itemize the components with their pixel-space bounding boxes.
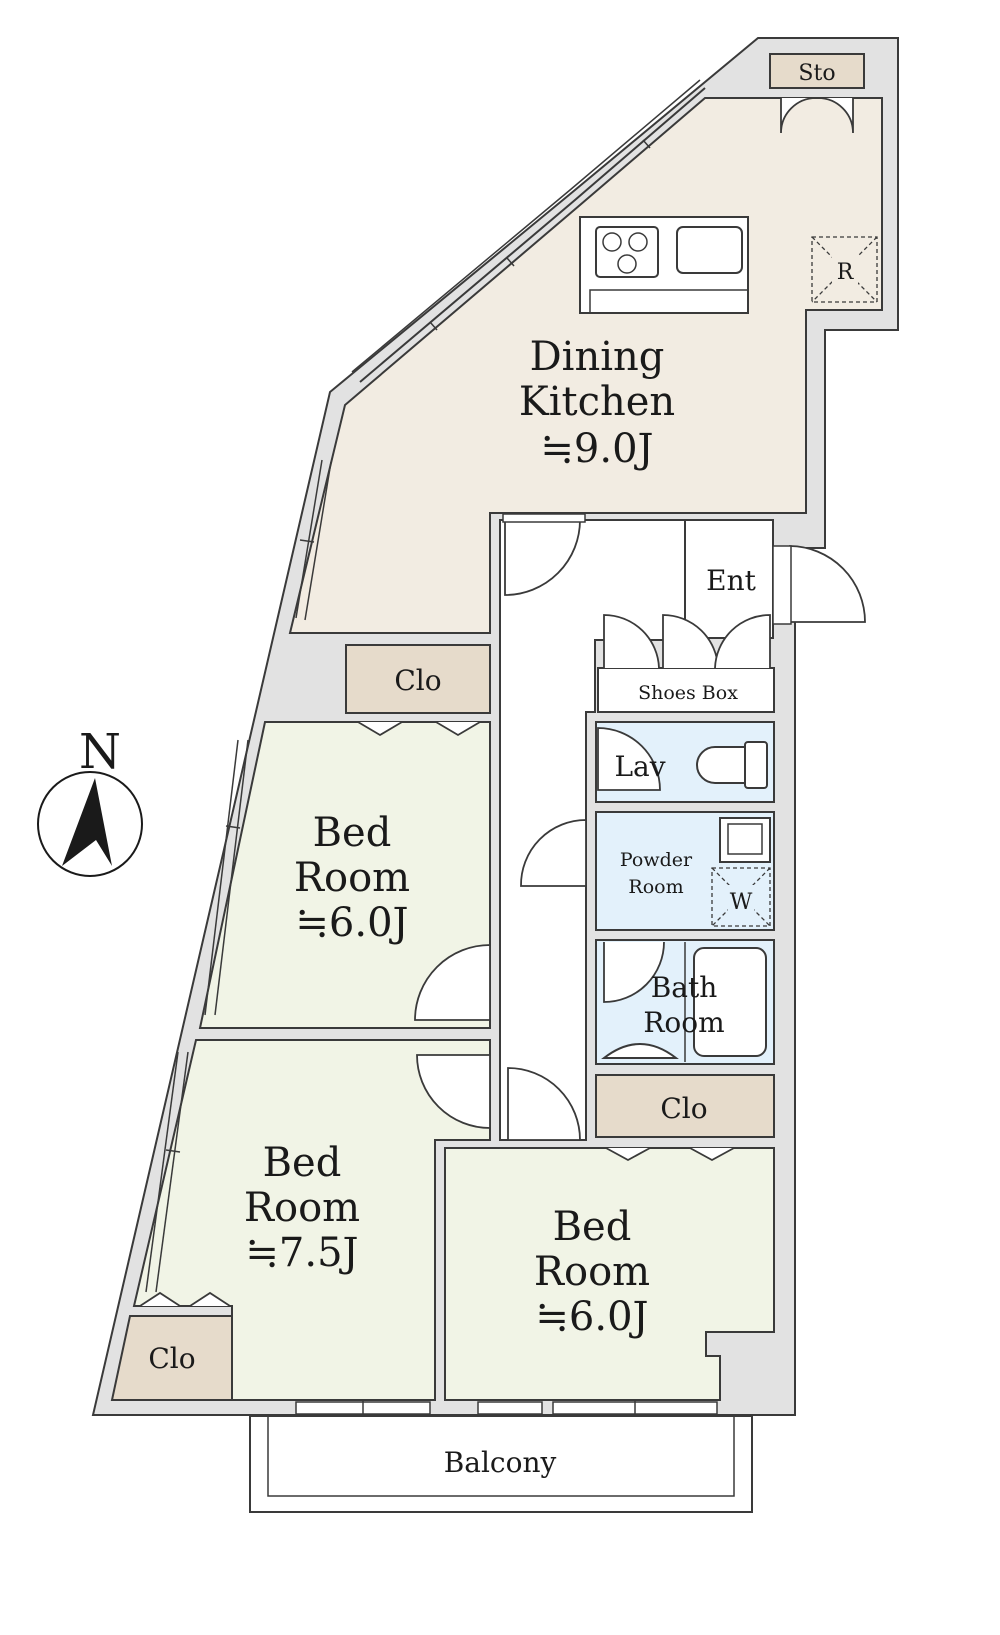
bedroom-1-label-2: Room (294, 855, 410, 901)
bedroom-1-area: ≒6.0J (295, 900, 408, 946)
bedroom-1-label-1: Bed (313, 810, 392, 856)
balcony-label: Balcony (444, 1446, 557, 1479)
refrigerator-label: R (837, 260, 855, 285)
dk-window-left (295, 459, 323, 619)
bedroom-1 (198, 721, 491, 1029)
stove-icon (595, 226, 659, 278)
bedroom-1-door-icon (414, 944, 491, 1021)
closet-middle (595, 1074, 775, 1138)
bedroom-2-label-2: Room (244, 1185, 360, 1231)
closet-left-doors-icon (139, 1291, 231, 1307)
closet-top-doors-icon (357, 721, 481, 737)
shoes-box (597, 667, 775, 713)
north-label: N (79, 724, 121, 780)
washer: W (711, 867, 771, 927)
bedroom-3-area: ≒6.0J (535, 1294, 648, 1340)
washer-label: W (730, 890, 753, 915)
sink-icon (676, 226, 743, 274)
bottom-windows (295, 1400, 718, 1416)
kitchen-counter (579, 216, 749, 314)
shoes-box-label: Shoes Box (638, 682, 738, 704)
powder-door-icon (520, 819, 587, 887)
bedroom-3 (444, 1147, 775, 1401)
bathtub-icon (693, 947, 767, 1057)
closet-top (345, 644, 491, 714)
storage-door-icon (780, 97, 854, 134)
closet-top-label: Clo (394, 664, 441, 697)
bedroom-3-door-icon (507, 1067, 581, 1141)
dk-window-diagonal-inner (351, 79, 701, 373)
toilet-icon (696, 741, 768, 789)
shoes-box-doors-icon (603, 614, 771, 669)
dk-window-diagonal (359, 87, 706, 383)
entrance-label: Ent (706, 564, 756, 597)
dining-kitchen-label-2: Kitchen (519, 379, 675, 425)
north-arrow-icon (62, 778, 112, 866)
entrance-door-icon (789, 545, 866, 623)
bath-sink-icon (601, 1043, 679, 1059)
bedroom-2-window (145, 1051, 179, 1293)
bedroom-2-label-1: Bed (263, 1140, 342, 1186)
bedroom-3-label-1: Bed (553, 1204, 632, 1250)
powder-room-label-1: Powder (620, 849, 693, 871)
dining-kitchen-label-1: Dining (530, 334, 665, 380)
lavatory-label: Lav (614, 750, 665, 783)
lav-door-icon (597, 727, 661, 791)
powder-room-label-2: Room (628, 876, 683, 898)
bedroom-2-door-icon (416, 1054, 491, 1129)
storage-label: Sto (798, 61, 835, 86)
bath-room-label-1: Bath (651, 971, 718, 1004)
closet-left (110, 1315, 233, 1401)
balcony: Balcony (249, 1415, 753, 1513)
closet-middle-label: Clo (660, 1092, 707, 1125)
dining-kitchen-area: ≒9.0J (540, 426, 653, 472)
bath-door-icon (603, 941, 665, 1003)
closet-middle-doors-icon (605, 1147, 735, 1162)
hall-door-top-icon (504, 519, 581, 596)
compass-icon: N (37, 724, 143, 877)
refrigerator: R (811, 236, 878, 303)
bedroom-2-area: ≒7.5J (245, 1230, 358, 1276)
bedroom-3-label-2: Room (534, 1249, 650, 1295)
closet-left-label: Clo (148, 1342, 195, 1375)
bedroom-1-window (204, 739, 239, 1016)
bath-room-label-2: Room (643, 1006, 724, 1039)
storage-closet (769, 53, 865, 89)
